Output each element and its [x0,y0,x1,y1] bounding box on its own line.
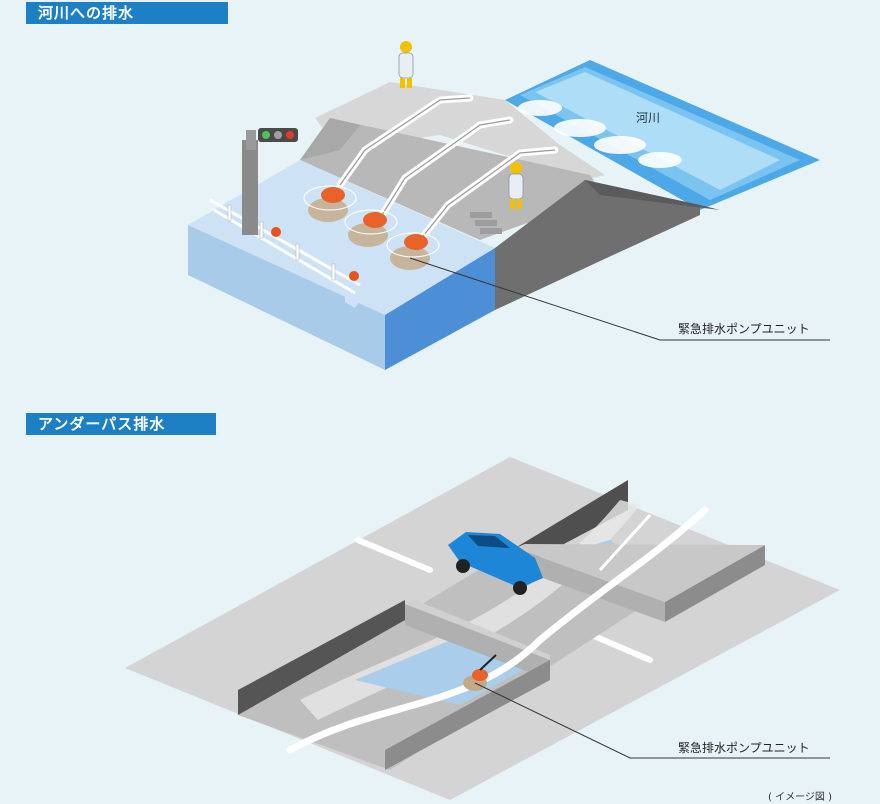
traffic-light [242,128,298,235]
underpass-drainage-scene [125,457,840,800]
pump-callout-line-2 [474,682,830,759]
river-drainage-scene [188,41,830,370]
pump-unit-label: 緊急排水ポンプユニット [678,741,810,755]
embankment-top [315,82,605,180]
image-note: ( イメージ図 ) [768,792,832,803]
worker-figure [398,41,524,209]
flood-water-top [188,160,495,315]
section-title-underpass: アンダーパス排水 [26,413,216,435]
stairs [470,212,502,234]
river-label: 河川 [636,111,661,125]
section-title-river: 河川への排水 [26,2,228,24]
water-splash [518,100,682,168]
pump-callout-line-1 [409,257,830,341]
overpass-bridges [385,544,765,770]
car-icon [448,532,543,595]
embankment-slope [300,118,600,240]
pump-unit-label: 緊急排水ポンプユニット [678,322,810,336]
